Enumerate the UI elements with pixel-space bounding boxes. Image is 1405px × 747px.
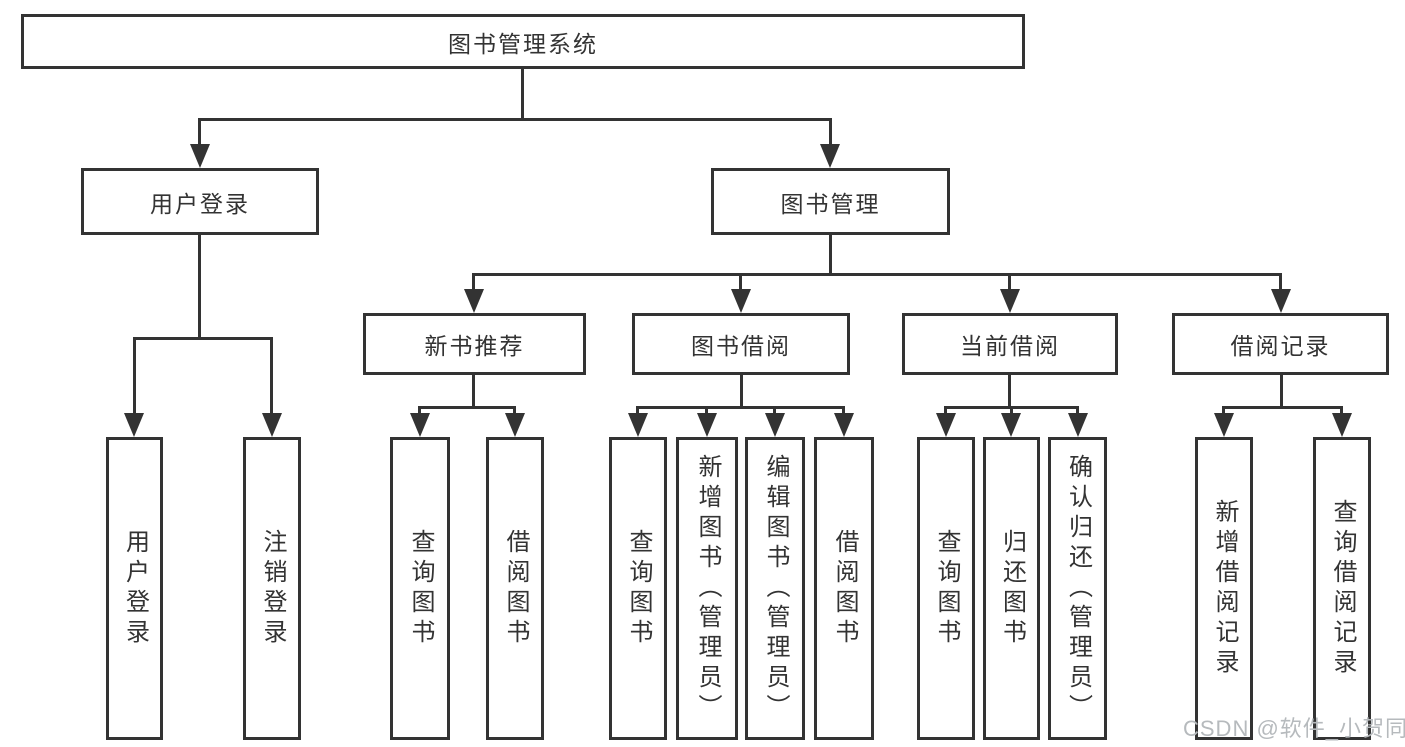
connector-leaf-drop: [773, 406, 776, 416]
arrow-down-icon: [820, 144, 840, 168]
arrow-down-icon: [1271, 289, 1291, 313]
node-return-book: 归还图书: [983, 437, 1040, 740]
arrow-down-icon: [1332, 413, 1352, 437]
node-borrow-books-leaf: 借阅图书: [814, 437, 874, 740]
connector-leaf-drop: [1076, 406, 1079, 416]
connector-l1-rail: [199, 118, 832, 121]
connector-drop-logout-leaf: [270, 337, 273, 415]
node-new-book-recommend: 新书推荐: [363, 313, 586, 375]
connector-drop-new-book: [472, 273, 475, 291]
arrow-down-icon: [124, 413, 144, 437]
connector-leaf-drop: [513, 406, 516, 416]
node-book-borrow: 图书借阅: [632, 313, 850, 375]
node-query-books-recommend: 查询图书: [390, 437, 450, 740]
arrow-down-icon: [697, 413, 717, 437]
connector-leaf-drop: [1010, 406, 1013, 416]
connector-book-management-stub: [829, 235, 832, 273]
node-root: 图书管理系统: [21, 14, 1025, 69]
connector-leaf-drop: [842, 406, 845, 416]
arrow-down-icon: [628, 413, 648, 437]
connector-leaf-drop: [1340, 406, 1343, 416]
connector-user-login-rail: [133, 337, 273, 340]
arrow-down-icon: [464, 289, 484, 313]
arrow-down-icon: [1068, 413, 1088, 437]
node-current-borrow: 当前借阅: [902, 313, 1118, 375]
node-add-book-admin: 新增图书（管理员）: [676, 437, 738, 740]
arrow-down-icon: [1214, 413, 1234, 437]
connector-root-stub: [521, 69, 524, 118]
connector-leaf-drop: [418, 406, 421, 416]
connector-borrow-records-stub: [1280, 375, 1283, 406]
node-confirm-return-admin: 确认归还（管理员）: [1048, 437, 1107, 740]
node-user-login-branch: 用户登录: [81, 168, 319, 235]
connector-drop-borrow-records: [1279, 273, 1282, 291]
connector-leaf-drop: [705, 406, 708, 416]
arrow-down-icon: [190, 144, 210, 168]
connector-l2-rail: [473, 273, 1281, 276]
connector-leaf-drop: [636, 406, 639, 416]
node-book-management: 图书管理: [711, 168, 950, 235]
arrow-down-icon: [765, 413, 785, 437]
connector-drop-book-borrow: [739, 273, 742, 291]
connector-new-book-rail: [419, 406, 516, 409]
node-borrow-books-recommend: 借阅图书: [486, 437, 544, 740]
node-query-borrow-record: 查询借阅记录: [1313, 437, 1371, 740]
node-query-books-current: 查询图书: [917, 437, 975, 740]
connector-drop-login-leaf: [133, 337, 136, 415]
node-query-books-borrow: 查询图书: [609, 437, 667, 740]
arrow-down-icon: [262, 413, 282, 437]
arrow-down-icon: [1001, 413, 1021, 437]
connector-drop-current-borrow: [1008, 273, 1011, 291]
arrow-down-icon: [936, 413, 956, 437]
node-user-login-leaf: 用户登录: [106, 437, 163, 740]
connector-user-login-stub: [198, 235, 201, 337]
arrow-down-icon: [834, 413, 854, 437]
node-edit-book-admin: 编辑图书（管理员）: [745, 437, 805, 740]
arrow-down-icon: [505, 413, 525, 437]
arrow-down-icon: [1000, 289, 1020, 313]
connector-book-borrow-rail: [637, 406, 845, 409]
csdn-watermark: CSDN @软件_小贺同学: [1183, 716, 1405, 741]
connector-new-book-stub: [472, 375, 475, 406]
node-borrow-records: 借阅记录: [1172, 313, 1389, 375]
connector-drop-user-login: [198, 118, 201, 146]
connector-leaf-drop: [1222, 406, 1225, 416]
arrow-down-icon: [731, 289, 751, 313]
connector-leaf-drop: [944, 406, 947, 416]
connector-borrow-records-rail: [1223, 406, 1343, 409]
connector-drop-book-management: [829, 118, 832, 146]
node-logout-leaf: 注销登录: [243, 437, 301, 740]
connector-current-borrow-stub: [1008, 375, 1011, 406]
arrow-down-icon: [410, 413, 430, 437]
node-add-borrow-record: 新增借阅记录: [1195, 437, 1253, 740]
connector-book-borrow-stub: [740, 375, 743, 406]
